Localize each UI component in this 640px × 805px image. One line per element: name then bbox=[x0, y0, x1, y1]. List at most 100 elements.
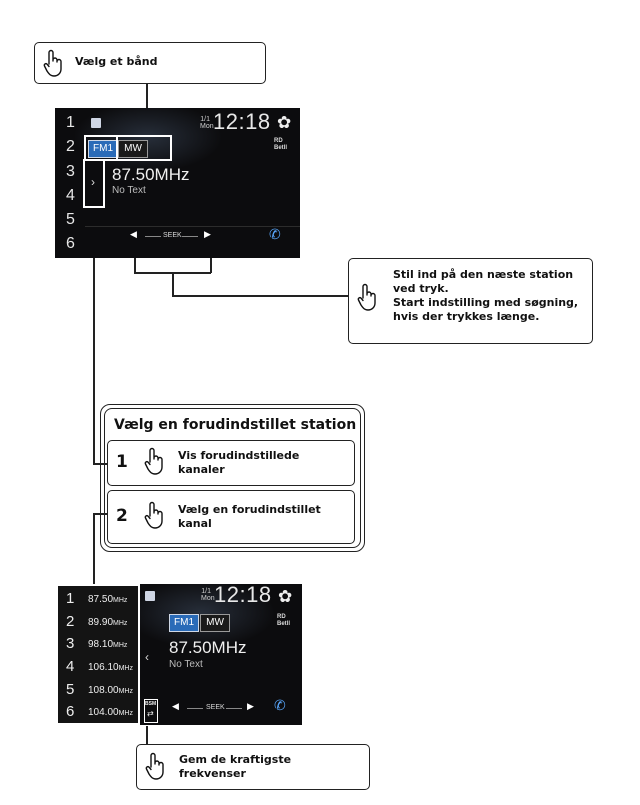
band-divider bbox=[116, 136, 118, 160]
date-display: 1/1 Mon bbox=[200, 116, 214, 130]
frequency-display: 87.50MHz bbox=[169, 638, 247, 657]
preset-row-number: 2 bbox=[66, 613, 75, 630]
date-display: 1/1 Mon bbox=[201, 588, 215, 602]
callout-line: Gem de kraftigste bbox=[179, 753, 292, 766]
callout-line: Start indstilling med søgning, bbox=[393, 296, 579, 309]
preset-row-unit: MHz bbox=[113, 642, 128, 649]
seek-label: SEEK bbox=[206, 704, 225, 711]
preset-number[interactable]: 4 bbox=[66, 187, 75, 204]
preset-number[interactable]: 6 bbox=[66, 235, 75, 252]
bsm-icon: ⇄ bbox=[147, 709, 154, 718]
preset-row-unit: MHz bbox=[113, 620, 128, 627]
callout-line: hvis der trykkes længe. bbox=[393, 310, 540, 323]
band-mw-button[interactable]: MW bbox=[200, 614, 230, 632]
expand-button-highlight[interactable]: › bbox=[83, 159, 105, 208]
day-value: Mon bbox=[201, 595, 215, 602]
connector-line bbox=[172, 295, 348, 297]
source-menu-icon[interactable] bbox=[145, 591, 155, 601]
seek-line bbox=[145, 236, 161, 237]
seek-left-button[interactable]: ◀ bbox=[130, 229, 137, 239]
bsm-label: BSM bbox=[145, 701, 157, 707]
rds-line: Betll bbox=[277, 621, 291, 627]
callout-text: Vis forudindstillede kanaler bbox=[178, 449, 299, 477]
phone-icon[interactable]: ✆ bbox=[269, 226, 281, 242]
bsm-callout: Gem de kraftigste frekvenser bbox=[136, 744, 370, 790]
hand-pointer-icon bbox=[43, 49, 65, 80]
band-fm-button[interactable]: FM1 bbox=[88, 140, 118, 158]
seek-line bbox=[187, 708, 203, 709]
preset-row-frequency: 98.10 bbox=[88, 639, 114, 650]
rds-line: RD bbox=[277, 614, 286, 620]
chevron-left-icon[interactable]: ‹ bbox=[145, 650, 149, 664]
seek-right-button[interactable]: ▶ bbox=[247, 701, 254, 711]
frequency-display: 87.50MHz bbox=[112, 165, 190, 184]
preset-row-number: 3 bbox=[66, 635, 75, 652]
band-highlight bbox=[84, 135, 172, 161]
callout-text: Stil ind på den næste station ved tryk. … bbox=[393, 268, 588, 324]
rds-indicator: RD Betll bbox=[277, 614, 290, 628]
rds-line: Betll bbox=[274, 145, 288, 151]
band-fm-button[interactable]: FM1 bbox=[169, 614, 199, 632]
seek-callout: Stil ind på den næste station ved tryk. … bbox=[348, 258, 593, 344]
select-band-callout: Vælg et bånd bbox=[34, 42, 266, 84]
connector-line bbox=[146, 726, 148, 746]
callout-line: frekvenser bbox=[179, 767, 246, 780]
band-mw-button[interactable]: MW bbox=[118, 140, 148, 158]
callout-text: Vælg et bånd bbox=[75, 55, 158, 68]
preset-row-number: 6 bbox=[66, 703, 75, 720]
preset-number[interactable]: 5 bbox=[66, 211, 75, 228]
callout-text: Gem de kraftigste frekvenser bbox=[179, 753, 291, 781]
preset-row-number: 1 bbox=[66, 590, 75, 607]
date-value: 1/1 bbox=[201, 588, 211, 595]
callout-line: ved tryk. bbox=[393, 282, 449, 295]
preset-number[interactable]: 2 bbox=[66, 138, 75, 155]
preset-row-number: 4 bbox=[66, 658, 75, 675]
preset-row[interactable]: 2 89.90MHz bbox=[58, 611, 140, 633]
connector-line bbox=[134, 249, 136, 273]
radio-text: No Text bbox=[112, 185, 146, 196]
bottom-bar bbox=[85, 226, 300, 227]
gear-icon[interactable]: ✿ bbox=[278, 587, 293, 606]
callout-line: Vælg en forudindstillet bbox=[178, 503, 321, 516]
preset-box-inner bbox=[104, 408, 361, 548]
bsm-button[interactable]: BSM ⇄ bbox=[144, 699, 158, 723]
radio-text: No Text bbox=[169, 659, 203, 670]
seek-left-button[interactable]: ◀ bbox=[172, 701, 179, 711]
rds-indicator: RD Betll bbox=[274, 138, 287, 152]
callout-line: kanal bbox=[178, 517, 212, 530]
preset-row-frequency: 87.50 bbox=[88, 594, 114, 605]
date-value: 1/1 bbox=[200, 116, 210, 123]
phone-icon[interactable]: ✆ bbox=[274, 697, 286, 713]
hand-pointer-icon bbox=[144, 501, 166, 532]
seek-right-button[interactable]: ▶ bbox=[204, 229, 211, 239]
clock-display: 12:18 bbox=[213, 109, 271, 134]
seek-line bbox=[226, 708, 242, 709]
callout-line: Vis forudindstillede bbox=[178, 449, 300, 462]
preset-number[interactable]: 3 bbox=[66, 163, 75, 180]
connector-line bbox=[93, 513, 95, 584]
gear-icon[interactable]: ✿ bbox=[277, 113, 292, 132]
hand-pointer-icon bbox=[144, 447, 166, 478]
callout-text: Vælg en forudindstillet kanal bbox=[178, 503, 321, 531]
step-number: 2 bbox=[116, 506, 128, 526]
hand-pointer-icon bbox=[357, 283, 379, 314]
preset-row-unit: MHz bbox=[118, 688, 133, 695]
preset-step-1: 1 Vis forudindstillede kanaler bbox=[107, 440, 355, 486]
preset-row[interactable]: 3 98.10MHz bbox=[58, 633, 140, 655]
connector-line bbox=[210, 249, 212, 273]
clock-display: 12:18 bbox=[214, 584, 272, 607]
preset-step-2: 2 Vælg en forudindstillet kanal bbox=[107, 490, 355, 544]
day-value: Mon bbox=[200, 123, 214, 130]
preset-number[interactable]: 1 bbox=[66, 114, 75, 131]
connector-line bbox=[172, 272, 174, 296]
connector-line bbox=[146, 83, 148, 132]
preset-row-frequency: 89.90 bbox=[88, 617, 114, 628]
preset-row-frequency: 106.10 bbox=[88, 662, 119, 673]
source-menu-icon[interactable] bbox=[91, 118, 101, 128]
